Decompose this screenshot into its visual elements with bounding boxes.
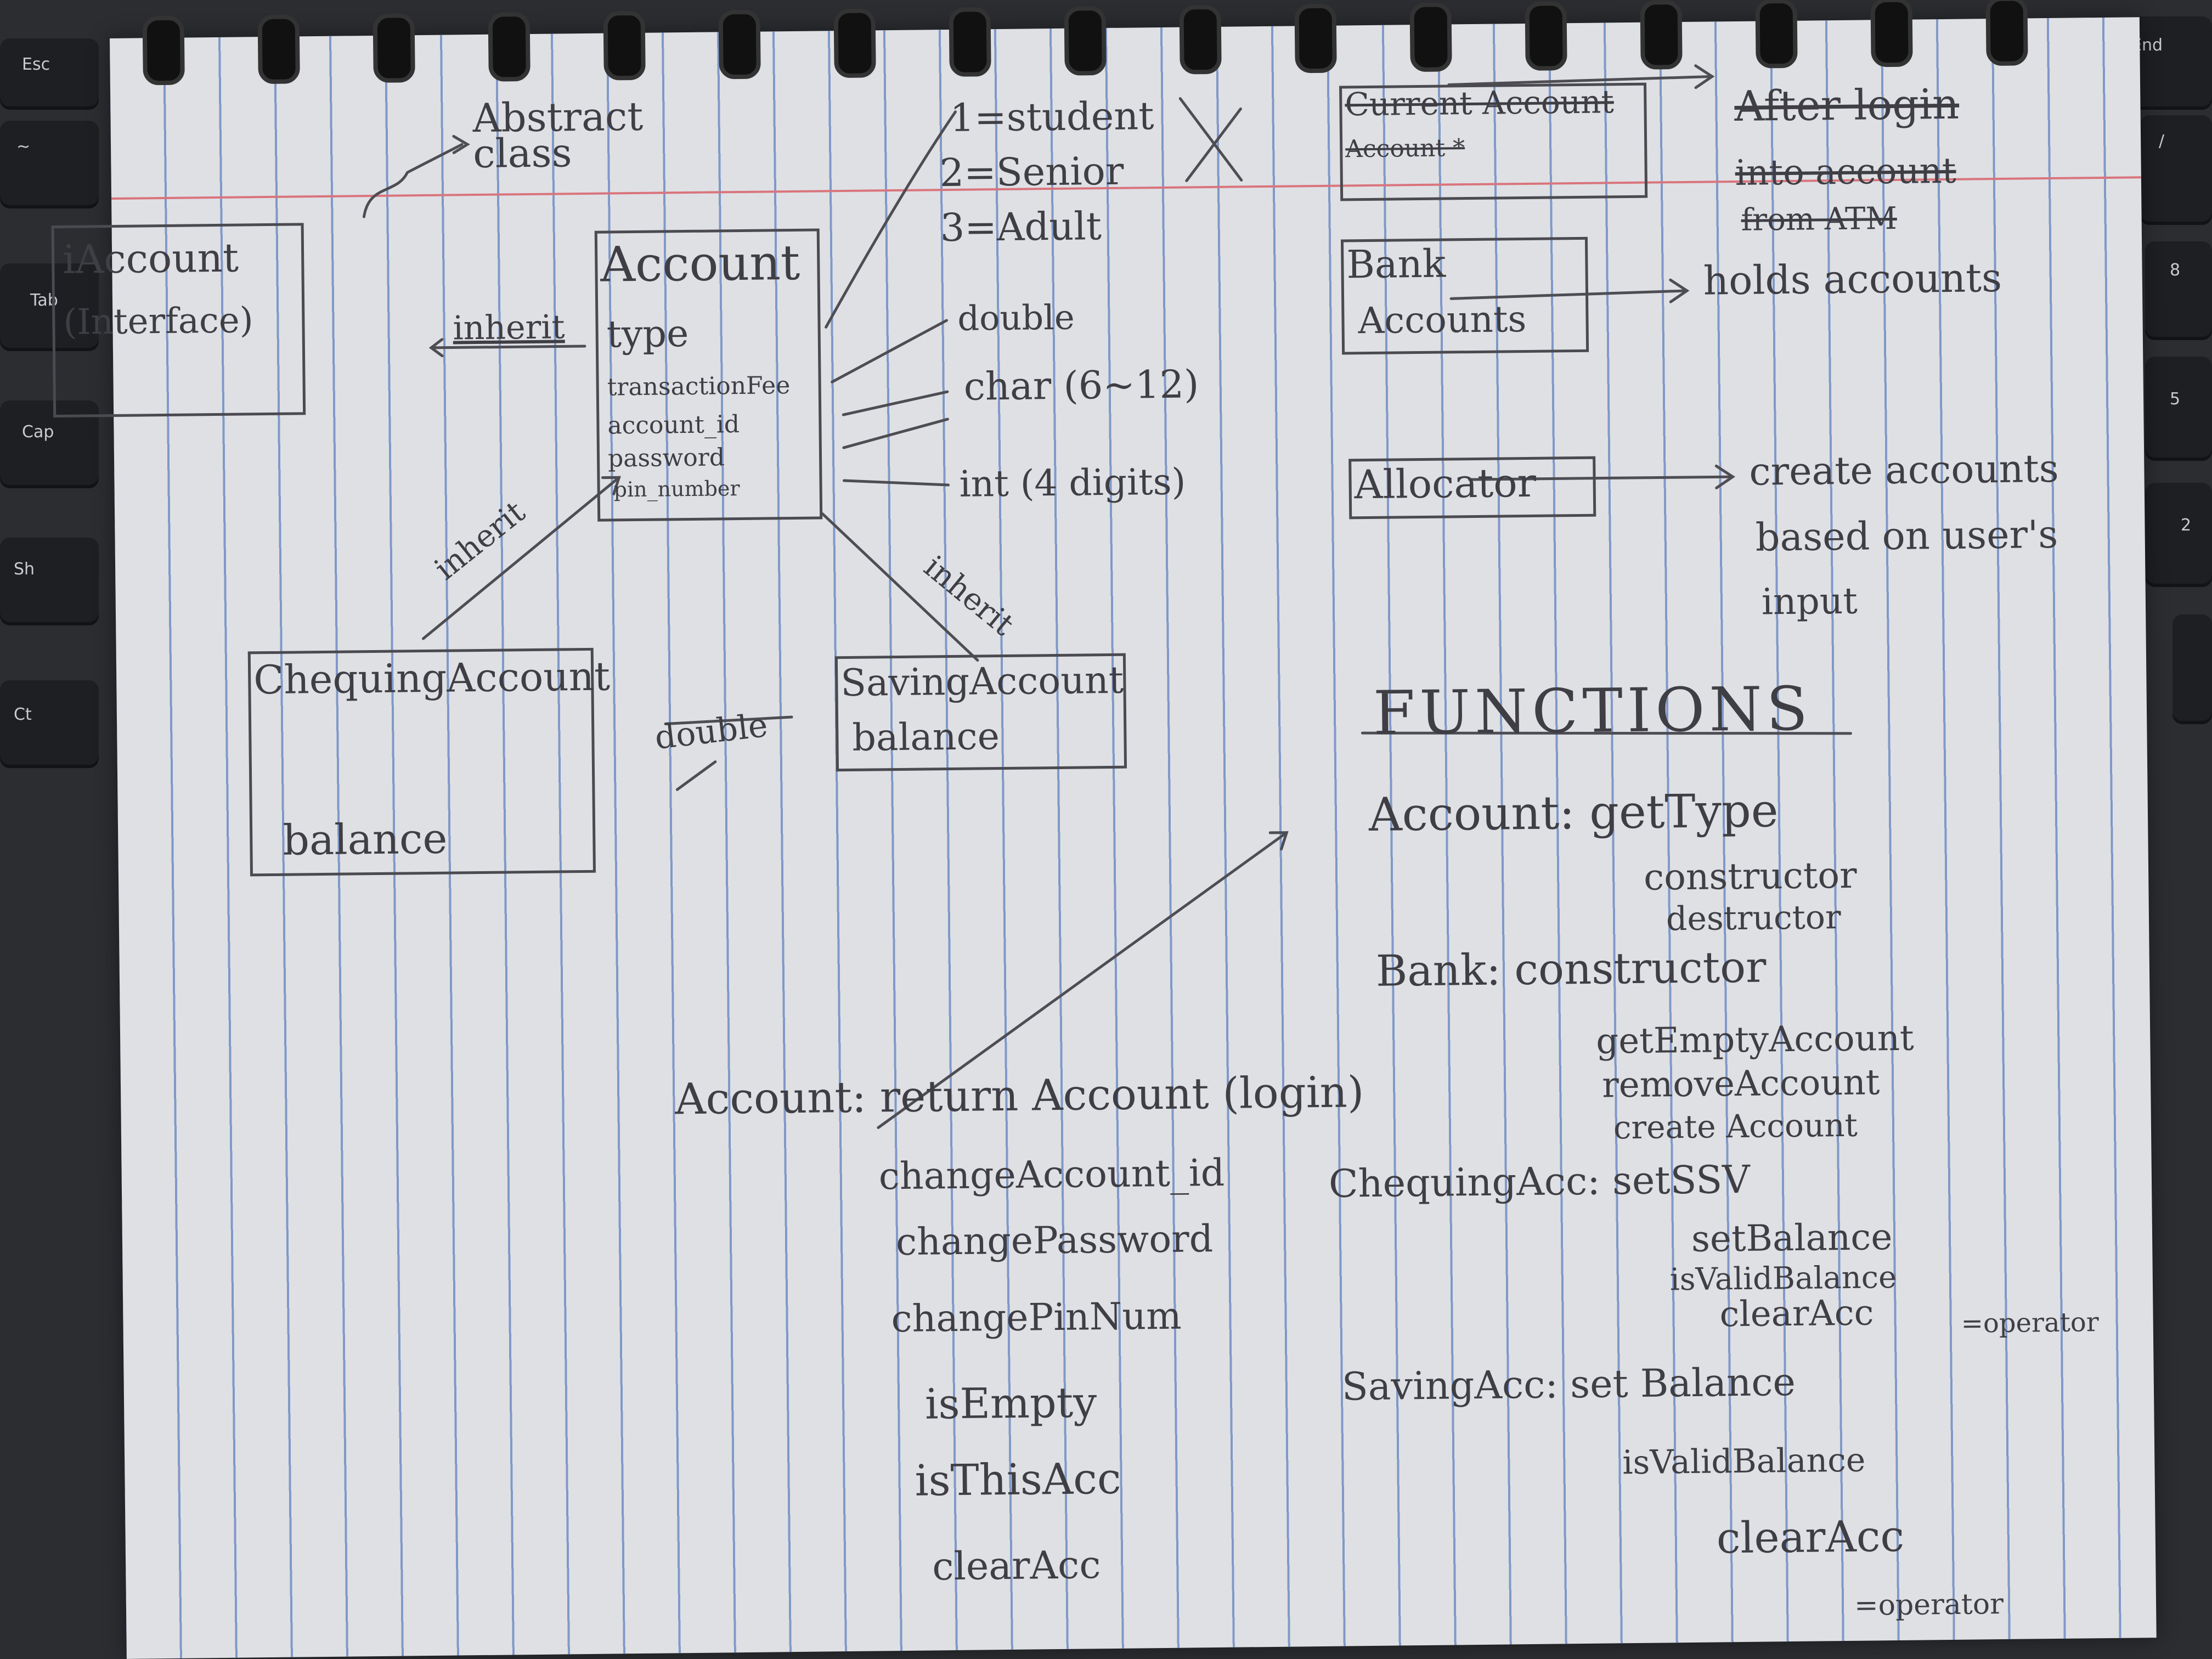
functions-title: FUNCTIONS — [1373, 673, 1813, 748]
allocator-title: Allocator — [1354, 459, 1537, 508]
key-edge — [2172, 614, 2212, 724]
key-tilde — [0, 121, 99, 208]
chequing-field: balance — [282, 814, 448, 865]
key-ctrl — [0, 680, 99, 768]
function-item: Bank: constructor — [1375, 943, 1767, 996]
key-label: 5 — [2170, 390, 2181, 409]
account-title: Account — [600, 234, 800, 293]
key-slash — [2140, 115, 2212, 225]
current-account-sub: Account * — [1345, 134, 1465, 163]
key-tab — [0, 263, 99, 351]
bank-title: Bank — [1346, 241, 1446, 287]
key-8 — [2145, 241, 2212, 340]
bank-field: Accounts — [1358, 297, 1527, 342]
function-item: setBalance — [1691, 1216, 1893, 1260]
saving-title: SavingAccount — [840, 658, 1124, 706]
current-account-title: Current Account — [1345, 83, 1615, 123]
function-item: isThisAcc — [915, 1454, 1121, 1506]
function-item: Account: return Account (login) — [674, 1068, 1364, 1125]
function-item: getEmptyAccount — [1595, 1018, 1915, 1062]
key-label: 2 — [2181, 516, 2192, 535]
allocator-note: based on user's — [1755, 511, 2058, 560]
account-field: account_id — [607, 410, 740, 440]
interface-subtitle: (Interface) — [63, 300, 253, 343]
function-item: changeAccount_id — [878, 1151, 1225, 1199]
key-label: Cap — [22, 422, 54, 442]
field-type: char (6~12) — [963, 362, 1199, 409]
account-field: pin_number — [613, 476, 740, 502]
function-item: isValidBalance — [1669, 1260, 1897, 1298]
key-5 — [2145, 357, 2212, 461]
function-item: SavingAcc: set Balance — [1341, 1359, 1796, 1409]
after-login-note: into account — [1735, 150, 1956, 194]
type-value: 3=Adult — [940, 204, 1102, 251]
after-login-note: After login — [1734, 79, 1960, 131]
field-type: double — [957, 297, 1075, 338]
key-esc — [0, 38, 99, 110]
allocator-note: create accounts — [1749, 445, 2059, 494]
key-label: Esc — [22, 55, 50, 74]
saving-field: balance — [852, 715, 1000, 760]
function-item: constructor — [1643, 854, 1857, 899]
interface-title: iAccount — [62, 234, 239, 283]
function-item: =operator — [1854, 1588, 2004, 1622]
function-item: destructor — [1666, 898, 1841, 939]
type-value: 1=student — [950, 93, 1154, 140]
pen-strokes — [362, 64, 1852, 1129]
account-field: password — [607, 443, 725, 473]
bank-note: holds accounts — [1703, 254, 2002, 304]
function-item: isValidBalance — [1622, 1441, 1866, 1482]
function-item: create Account — [1613, 1106, 1858, 1147]
key-label: / — [2159, 132, 2165, 151]
function-item: removeAccount — [1601, 1062, 1880, 1106]
account-field: type — [606, 312, 689, 357]
function-item: clearAcc — [1716, 1511, 1905, 1564]
key-2 — [2145, 483, 2212, 587]
function-item: Account: getType — [1368, 783, 1779, 842]
function-item: =operator — [1961, 1307, 2099, 1339]
function-item: changePassword — [895, 1217, 1214, 1265]
abstract-class-label: Abstract class — [472, 93, 644, 177]
allocator-note: input — [1761, 579, 1858, 623]
key-label: 8 — [2170, 261, 2181, 280]
notebook-page: iAccount (Interface) Abstract class inhe… — [51, 0, 2157, 1659]
key-caps — [0, 400, 99, 488]
key-label: Tab — [30, 291, 58, 310]
function-item: changePinNum — [891, 1294, 1182, 1341]
inherit-label-top: inherit — [453, 308, 565, 348]
chequing-title: ChequingAccount — [253, 653, 611, 703]
function-item: isEmpty — [924, 1378, 1097, 1429]
key-shift — [0, 538, 99, 625]
type-value: 2=Senior — [939, 148, 1124, 196]
function-item: clearAcc — [932, 1542, 1101, 1589]
after-login-note: from ATM — [1741, 200, 1898, 238]
function-item: ChequingAcc: setSSV — [1328, 1156, 1751, 1206]
account-field: transactionFee — [607, 371, 791, 402]
function-item: clearAcc — [1719, 1293, 1874, 1335]
key-label: Ct — [14, 705, 32, 724]
key-label: Sh — [14, 560, 35, 579]
field-type: int (4 digits) — [959, 460, 1186, 505]
key-label: ~ — [16, 137, 31, 156]
